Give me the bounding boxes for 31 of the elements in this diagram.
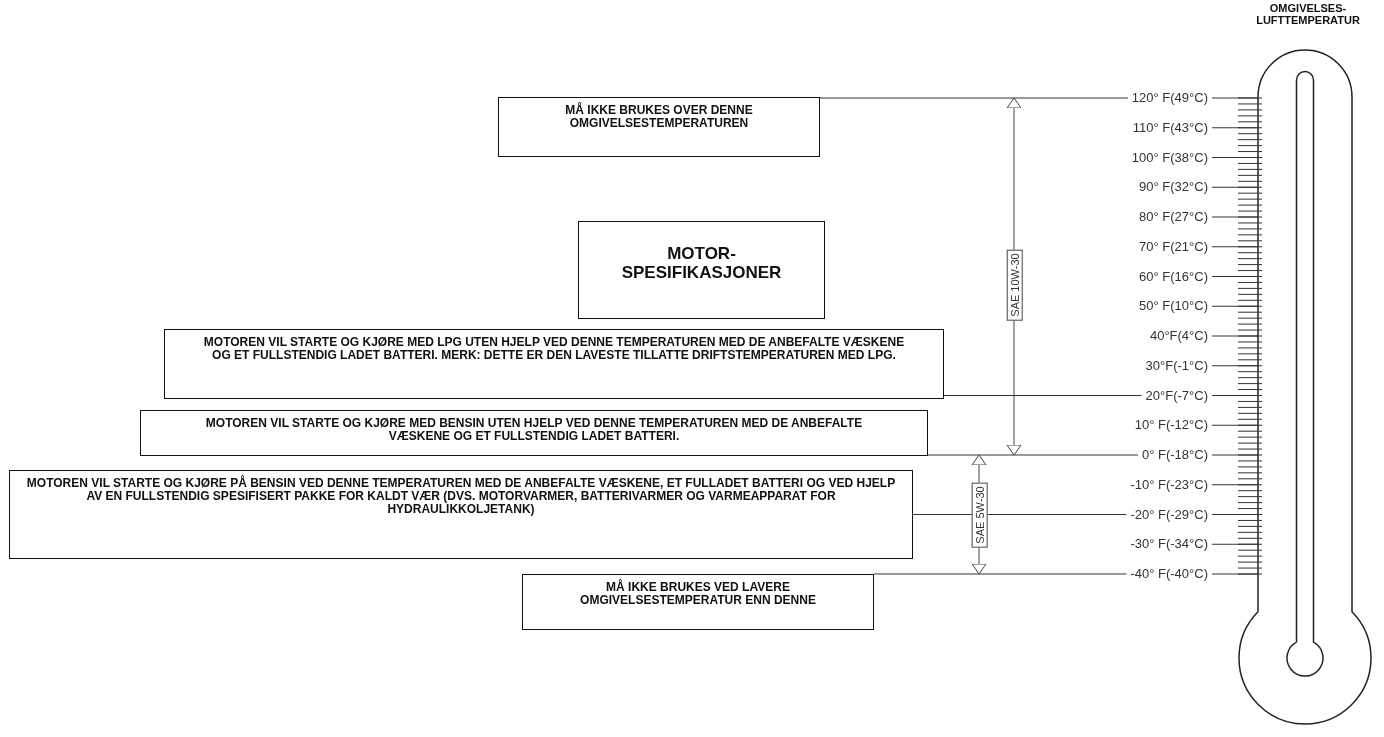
leader-line [873, 573, 1127, 575]
temperature-label: 70° F(21°C) [1139, 238, 1208, 255]
temperature-label: 90° F(32°C) [1139, 179, 1208, 196]
note-box: MÅ IKKE BRUKES OVER DENNE OMGIVELSESTEMPERATUREN [498, 97, 820, 157]
temperature-label: 50° F(10°C) [1139, 298, 1208, 315]
oil-grade-label: SAE 5W-30 [971, 482, 988, 548]
note-box: MOTOREN VIL STARTE OG KJØRE MED LPG UTEN HJELP VED DENNE TEMPERATUREN MED DE ANBEFALTE VÆSKENE OG ET FULLSTENDIG LADET BATTERI. MERK: DETTE ER DEN LAVESTE TILLATTE DRIFTSTEMPERATUREN MED LPG. [164, 329, 944, 399]
leader-line [912, 514, 1127, 515]
temperature-label: -20° F(-29°C) [1130, 506, 1208, 523]
title-box: MOTOR- SPESIFIKASJONER [578, 221, 825, 319]
scale-heading: OMGIVELSES- LUFTTEMPERATUR [1255, 2, 1361, 26]
temperature-label: 60° F(16°C) [1139, 268, 1208, 285]
temperature-label: 110° F(43°C) [1132, 119, 1208, 136]
note-box: MOTOREN VIL STARTE OG KJØRE MED BENSIN UTEN HJELP VED DENNE TEMPERATUREN MED DE ANBEFALTE VÆSKENE OG ET FULLSTENDIG LADET BATTERI. [140, 410, 928, 456]
temperature-label: -30° F(-34°C) [1130, 536, 1208, 553]
oil-grade-label: SAE 10W-30 [1006, 249, 1023, 321]
temperature-label: 100° F(38°C) [1131, 149, 1208, 166]
leader-line [927, 454, 1139, 456]
temperature-label: 10° F(-12°C) [1134, 417, 1208, 434]
temperature-label: 0° F(-18°C) [1142, 447, 1208, 463]
temperature-label: 120° F(49°C) [1131, 90, 1208, 106]
temperature-label: 30°F(-1°C) [1145, 357, 1208, 374]
temperature-label: -40° F(-40°C) [1130, 566, 1208, 582]
leader-line [819, 97, 1129, 99]
note-box: MÅ IKKE BRUKES VED LAVERE OMGIVELSESTEMPERATUR ENN DENNE [522, 574, 874, 630]
leader-line [943, 395, 1143, 396]
temperature-label: 80° F(27°C) [1139, 209, 1208, 225]
temperature-label: 20°F(-7°C) [1145, 387, 1208, 404]
note-box: MOTOREN VIL STARTE OG KJØRE PÅ BENSIN VED DENNE TEMPERATUREN MED DE ANBEFALTE VÆSKENE, ET FULLADET BATTERI OG VED HJELP AV EN FULLSTENDIG SPESIFISERT PAKKE FOR KALDT VÆR (DVS. MOTORVARMER, BATTERIVARMER OG VARMEAPPARAT FOR HYDRAULIKKOLJETANK) [9, 470, 913, 559]
temperature-label: 40°F(4°C) [1149, 328, 1208, 344]
temperature-label: -10° F(-23°C) [1130, 476, 1208, 493]
